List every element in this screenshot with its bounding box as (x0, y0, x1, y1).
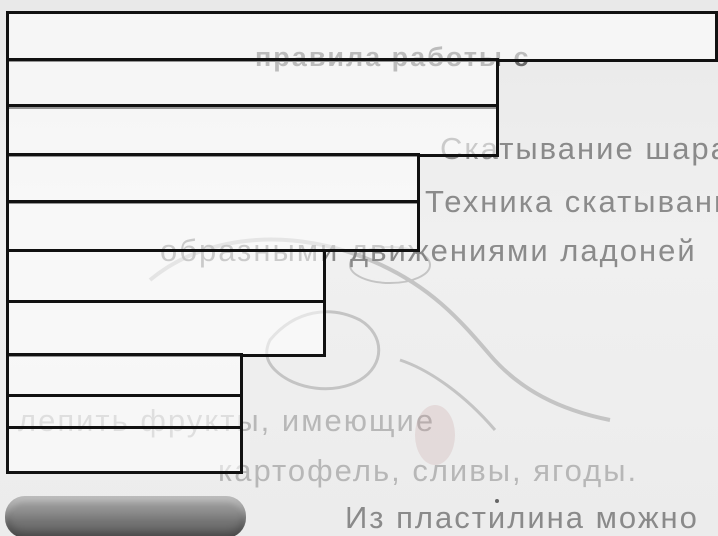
speck-mark (495, 499, 499, 503)
body-line-1: Скатывание шара на плоскости. (440, 133, 718, 164)
hand-sketch-icon (130, 190, 630, 490)
body-line-6: Из пластилина можно (345, 502, 699, 533)
plasticine-roll-icon (5, 496, 246, 536)
heading-text: правила работы с (255, 44, 531, 71)
